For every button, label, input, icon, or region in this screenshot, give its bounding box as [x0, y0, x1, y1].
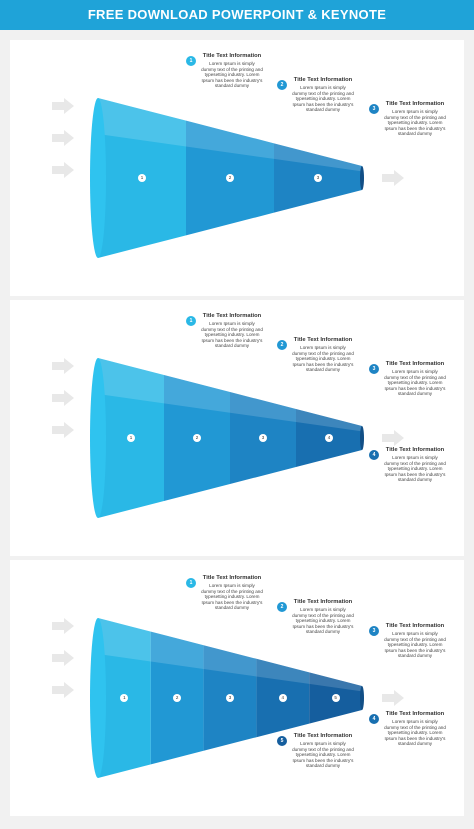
- callout-title: Title Text Information: [202, 313, 262, 319]
- callout-body: Lorem Ipsum is simply dummy text of the …: [384, 369, 446, 397]
- segment-number: 1: [127, 434, 135, 442]
- page-title: FREE DOWNLOAD POWERPOINT & KEYNOTE: [87, 7, 387, 22]
- callout-badge-4: 4: [369, 714, 379, 724]
- segment-highlight: [186, 120, 274, 159]
- callout-title: Title Text Information: [385, 447, 445, 453]
- callout-title: Title Text Information: [202, 53, 262, 59]
- callout-title: Title Text Information: [293, 337, 353, 343]
- output-arrow-icon: [382, 690, 404, 706]
- callout-title: Title Text Information: [385, 711, 445, 717]
- callout-badge-1: 1: [186, 578, 196, 588]
- callout-title: Title Text Information: [385, 361, 445, 367]
- segment-highlight: [98, 98, 186, 147]
- segment-number: 1: [120, 694, 129, 702]
- callout-body: Lorem Ipsum is simply dummy text of the …: [292, 345, 354, 373]
- input-arrow-icon: [52, 162, 74, 178]
- input-arrow-icon: [52, 422, 74, 438]
- callout-badge-3: 3: [369, 104, 379, 114]
- segment-highlight: [274, 143, 362, 172]
- funnel-end-cap: [360, 166, 364, 190]
- callout-badge-2: 2: [277, 340, 287, 350]
- callout-badge-5: 5: [277, 736, 287, 746]
- callout-badge-3: 3: [369, 626, 379, 636]
- callout-body: Lorem Ipsum is simply dummy text of the …: [201, 583, 263, 611]
- output-arrow-icon: [382, 170, 404, 186]
- input-arrow-icon: [52, 390, 74, 406]
- callout-body: Lorem Ipsum is simply dummy text of the …: [292, 85, 354, 113]
- callout-badge-2: 2: [277, 80, 287, 90]
- callout-badge-2: 2: [277, 602, 287, 612]
- input-arrow-icon: [52, 130, 74, 146]
- segment-number: 4: [278, 694, 287, 702]
- segment-number: 2: [173, 694, 182, 702]
- callout-title: Title Text Information: [293, 599, 353, 605]
- input-arrow-icon: [52, 682, 74, 698]
- segment-highlight: [309, 672, 362, 692]
- funnel-mouth: [90, 358, 106, 518]
- callout-title: Title Text Information: [202, 575, 262, 581]
- segment-number: 4: [325, 434, 333, 442]
- callout-badge-3: 3: [369, 364, 379, 374]
- segment-highlight: [256, 658, 310, 684]
- callout-title: Title Text Information: [385, 623, 445, 629]
- callout-title: Title Text Information: [293, 77, 353, 83]
- segment-number: 5: [331, 694, 340, 702]
- segment-highlight: [230, 392, 296, 423]
- segment-number: 3: [226, 694, 234, 702]
- callout-body: Lorem Ipsum is simply dummy text of the …: [384, 109, 446, 137]
- callout-badge-1: 1: [186, 316, 196, 326]
- callout-body: Lorem Ipsum is simply dummy text of the …: [201, 61, 263, 89]
- input-arrow-icon: [52, 98, 74, 114]
- header-banner: [0, 0, 474, 30]
- callout-body: Lorem Ipsum is simply dummy text of the …: [201, 321, 263, 349]
- input-arrow-icon: [52, 618, 74, 634]
- callout-title: Title Text Information: [385, 101, 445, 107]
- segment-number: 1: [138, 174, 146, 182]
- segment-highlight: [296, 409, 362, 432]
- callout-body: Lorem Ipsum is simply dummy text of the …: [384, 719, 446, 747]
- funnel-mouth: [90, 98, 106, 258]
- segment-number: 3: [314, 174, 322, 182]
- output-arrow-icon: [382, 430, 404, 446]
- segment-number: 3: [259, 434, 267, 442]
- funnel-mouth: [90, 618, 106, 778]
- segment-highlight: [203, 645, 257, 677]
- callout-badge-4: 4: [369, 450, 379, 460]
- input-arrow-icon: [52, 650, 74, 666]
- callout-badge-1: 1: [186, 56, 196, 66]
- segment-highlight: [98, 358, 164, 404]
- callout-body: Lorem Ipsum is simply dummy text of the …: [292, 741, 354, 769]
- segment-number: 2: [193, 434, 201, 442]
- segment-number: 2: [226, 174, 234, 182]
- funnel-end-cap: [360, 426, 364, 450]
- funnel-end-cap: [360, 686, 364, 710]
- segment-highlight: [164, 375, 230, 413]
- callout-body: Lorem Ipsum is simply dummy text of the …: [384, 455, 446, 483]
- segment-highlight: [98, 618, 151, 662]
- callout-body: Lorem Ipsum is simply dummy text of the …: [292, 607, 354, 635]
- input-arrow-icon: [52, 358, 74, 374]
- callout-title: Title Text Information: [293, 733, 353, 739]
- segment-highlight: [150, 631, 204, 669]
- callout-body: Lorem Ipsum is simply dummy text of the …: [384, 631, 446, 659]
